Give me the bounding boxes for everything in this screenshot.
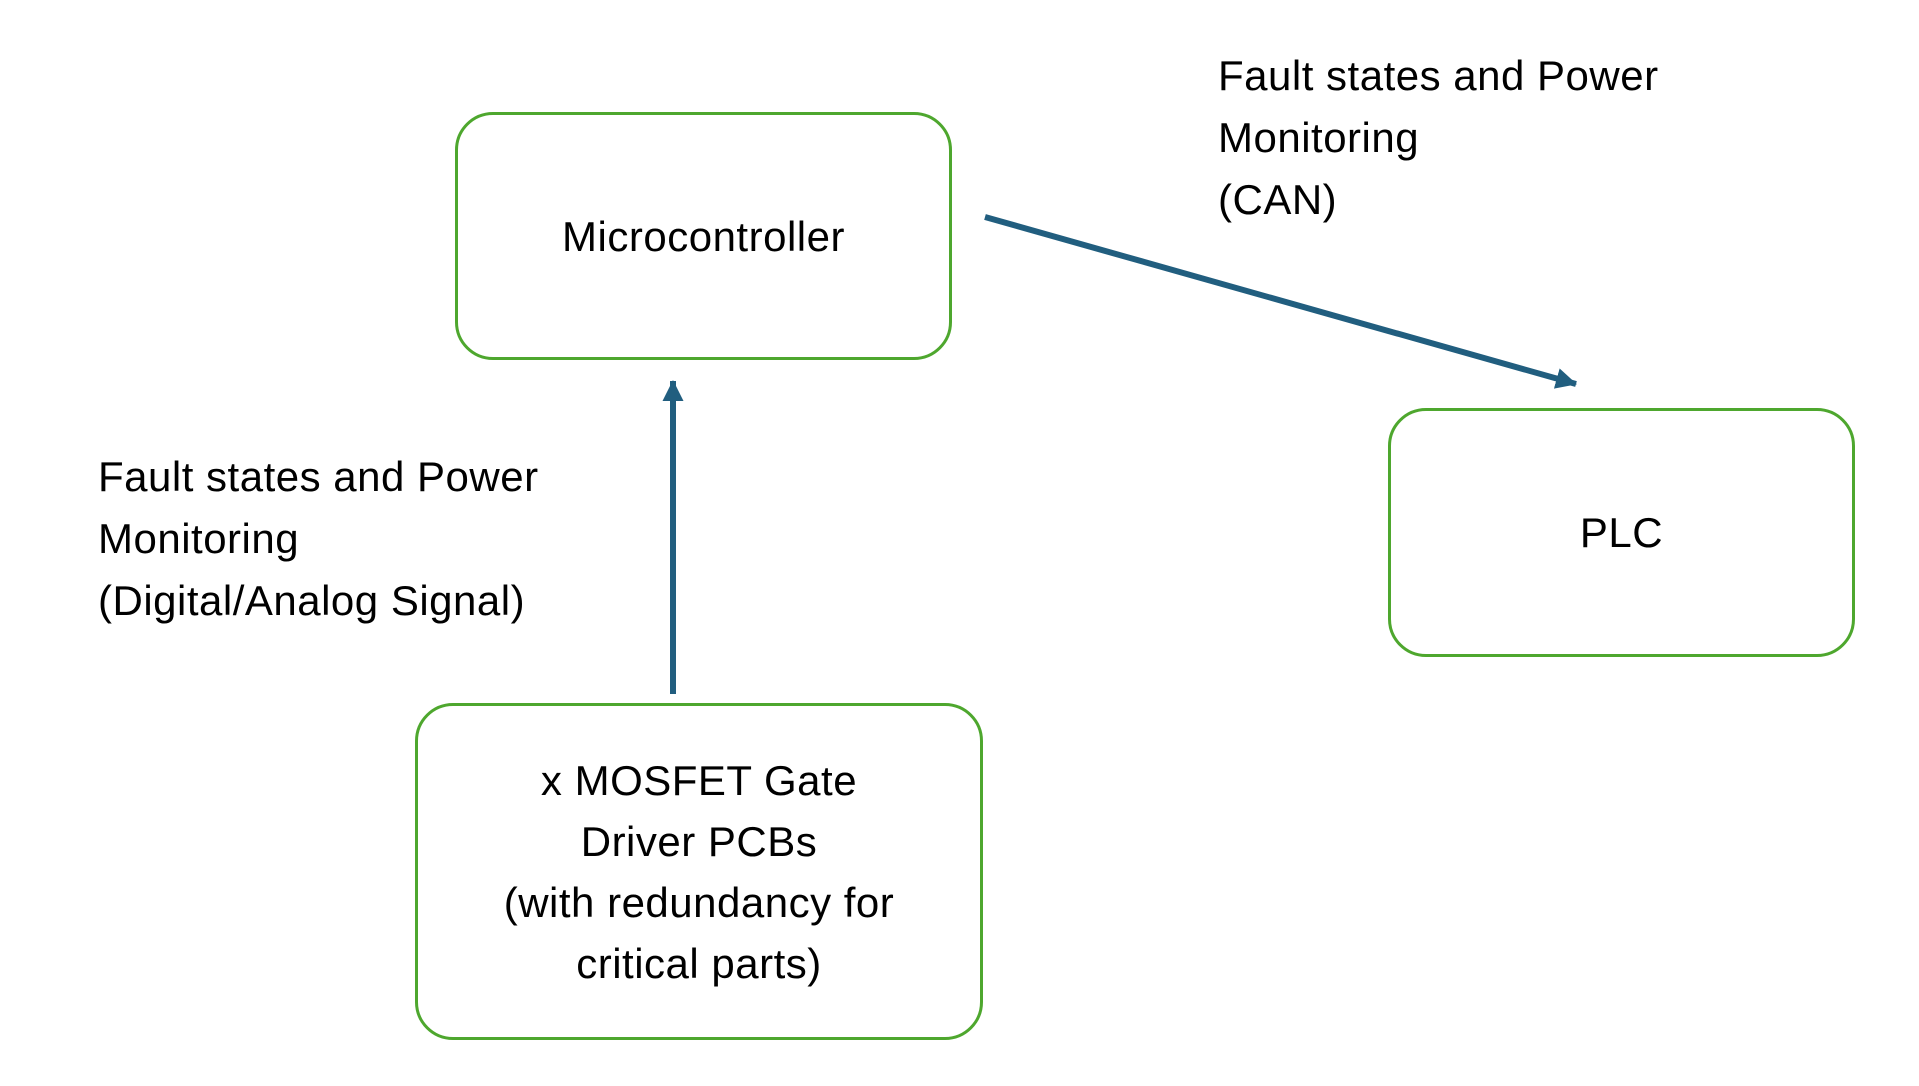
- arrow-microcontroller-to-plc: [984, 214, 1577, 389]
- edge-label-digital-analog-line: (Digital/Analog Signal): [98, 577, 526, 624]
- edge-label-can-line: Fault states and Power: [1218, 52, 1659, 99]
- node-mosfet-label-line: Driver PCBs: [580, 817, 818, 865]
- node-mosfet-label-line: (with redundancy for: [503, 878, 895, 926]
- edge-label-digital-analog-line: Monitoring: [98, 515, 300, 562]
- edge-label-can-line: (CAN): [1218, 176, 1338, 223]
- node-microcontroller-label: Microcontroller: [562, 212, 845, 260]
- edge-label-digital-analog-line: Fault states and Power: [98, 453, 539, 500]
- node-microcontroller: Microcontroller: [455, 112, 952, 360]
- node-plc-label: PLC: [1579, 509, 1664, 556]
- node-mosfet-label-line: critical parts): [576, 939, 822, 987]
- node-plc: PLC: [1388, 408, 1855, 657]
- edge-label-digital-analog: Fault states and Power Monitoring (Digit…: [98, 446, 539, 632]
- node-mosfet-label-line: x MOSFET Gate: [540, 756, 858, 804]
- edge-label-can: Fault states and Power Monitoring (CAN): [1218, 45, 1659, 231]
- edge-label-can-line: Monitoring: [1218, 114, 1420, 161]
- node-mosfet-gate-drivers: x MOSFET Gate Driver PCBs (with redundan…: [415, 703, 983, 1040]
